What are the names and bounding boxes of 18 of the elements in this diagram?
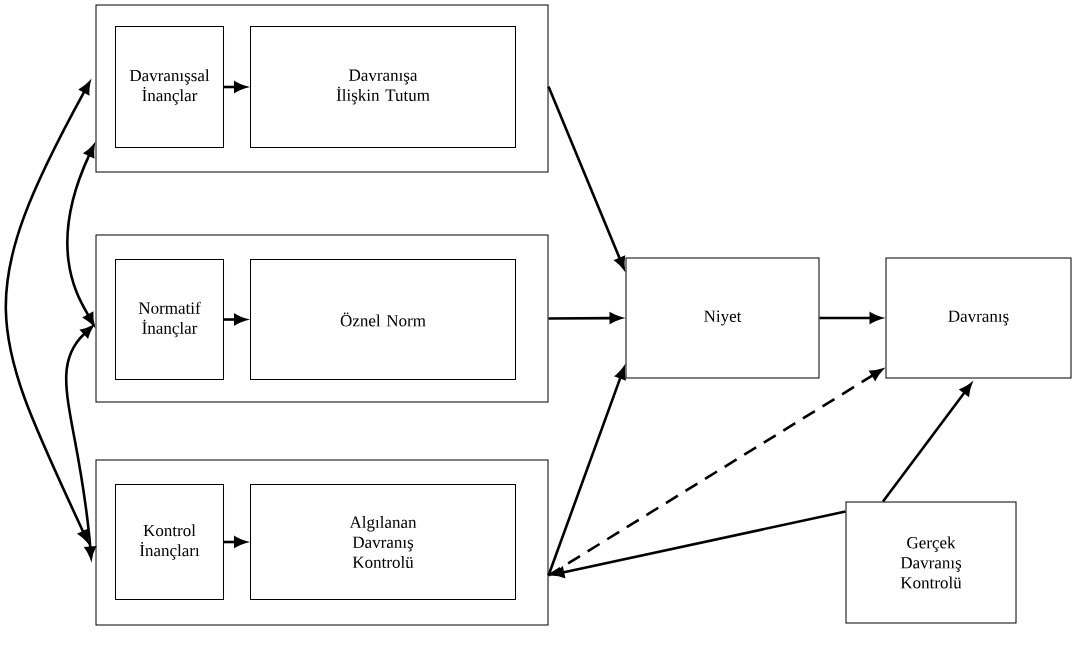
- concept-box: Normatif İnançlar: [115, 259, 224, 380]
- group-box: [95, 4, 549, 173]
- concept-box: Niyet: [625, 257, 820, 379]
- arrow: [224, 536, 247, 548]
- curved-arrow: [66, 144, 95, 326]
- concept-box: Algılanan Davranış Kontrolü: [250, 484, 516, 600]
- concept-box: Öznel Norm: [250, 259, 516, 380]
- concept-box: Davranış: [885, 257, 1072, 379]
- group-box: [95, 459, 549, 626]
- arrow: [819, 312, 882, 324]
- group-box: [95, 234, 549, 403]
- arrow: [548, 312, 622, 324]
- concept-box: Gerçek Davranış Kontrolü: [845, 501, 1017, 624]
- concept-box: Kontrol İnançları: [115, 484, 224, 600]
- concept-box: Davranışsal İnançlar: [115, 26, 224, 148]
- arrow: [881, 383, 972, 503]
- arrow: [224, 81, 247, 93]
- concept-box: Davranışa İlişkin Tutum: [250, 26, 516, 148]
